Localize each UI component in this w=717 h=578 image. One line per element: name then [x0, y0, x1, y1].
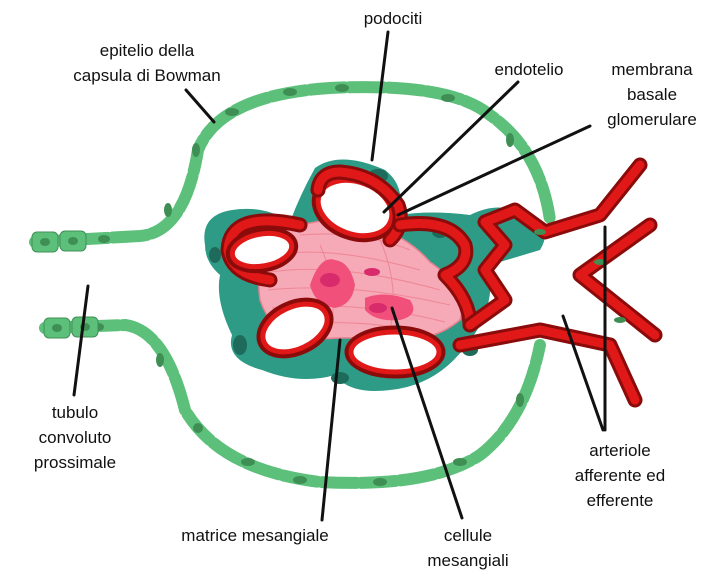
- arterioles: [460, 165, 655, 400]
- label-cellule-2: mesangiali: [427, 551, 508, 570]
- label-epitelio-2: capsula di Bowman: [73, 66, 220, 85]
- label-podociti: podociti: [364, 9, 423, 28]
- label-cellule-1: cellule: [444, 526, 492, 545]
- proximal-tubule-cells: [32, 231, 98, 338]
- label-endotelio: endotelio: [494, 60, 563, 79]
- label-epitelio-1: epitelio della: [100, 41, 195, 60]
- label-arteriole-1: arteriole: [589, 441, 650, 460]
- label-arteriole-2: afferente ed: [575, 466, 665, 485]
- label-membrana-2: basale: [627, 85, 677, 104]
- label-tubulo-1: tubulo: [52, 403, 98, 422]
- label-membrana-1: membrana: [611, 60, 693, 79]
- label-arteriole-3: efferente: [587, 491, 654, 510]
- label-tubulo-3: prossimale: [34, 453, 116, 472]
- label-matrice: matrice mesangiale: [181, 526, 328, 545]
- label-membrana-3: glomerulare: [607, 110, 697, 129]
- label-tubulo-2: convoluto: [39, 428, 112, 447]
